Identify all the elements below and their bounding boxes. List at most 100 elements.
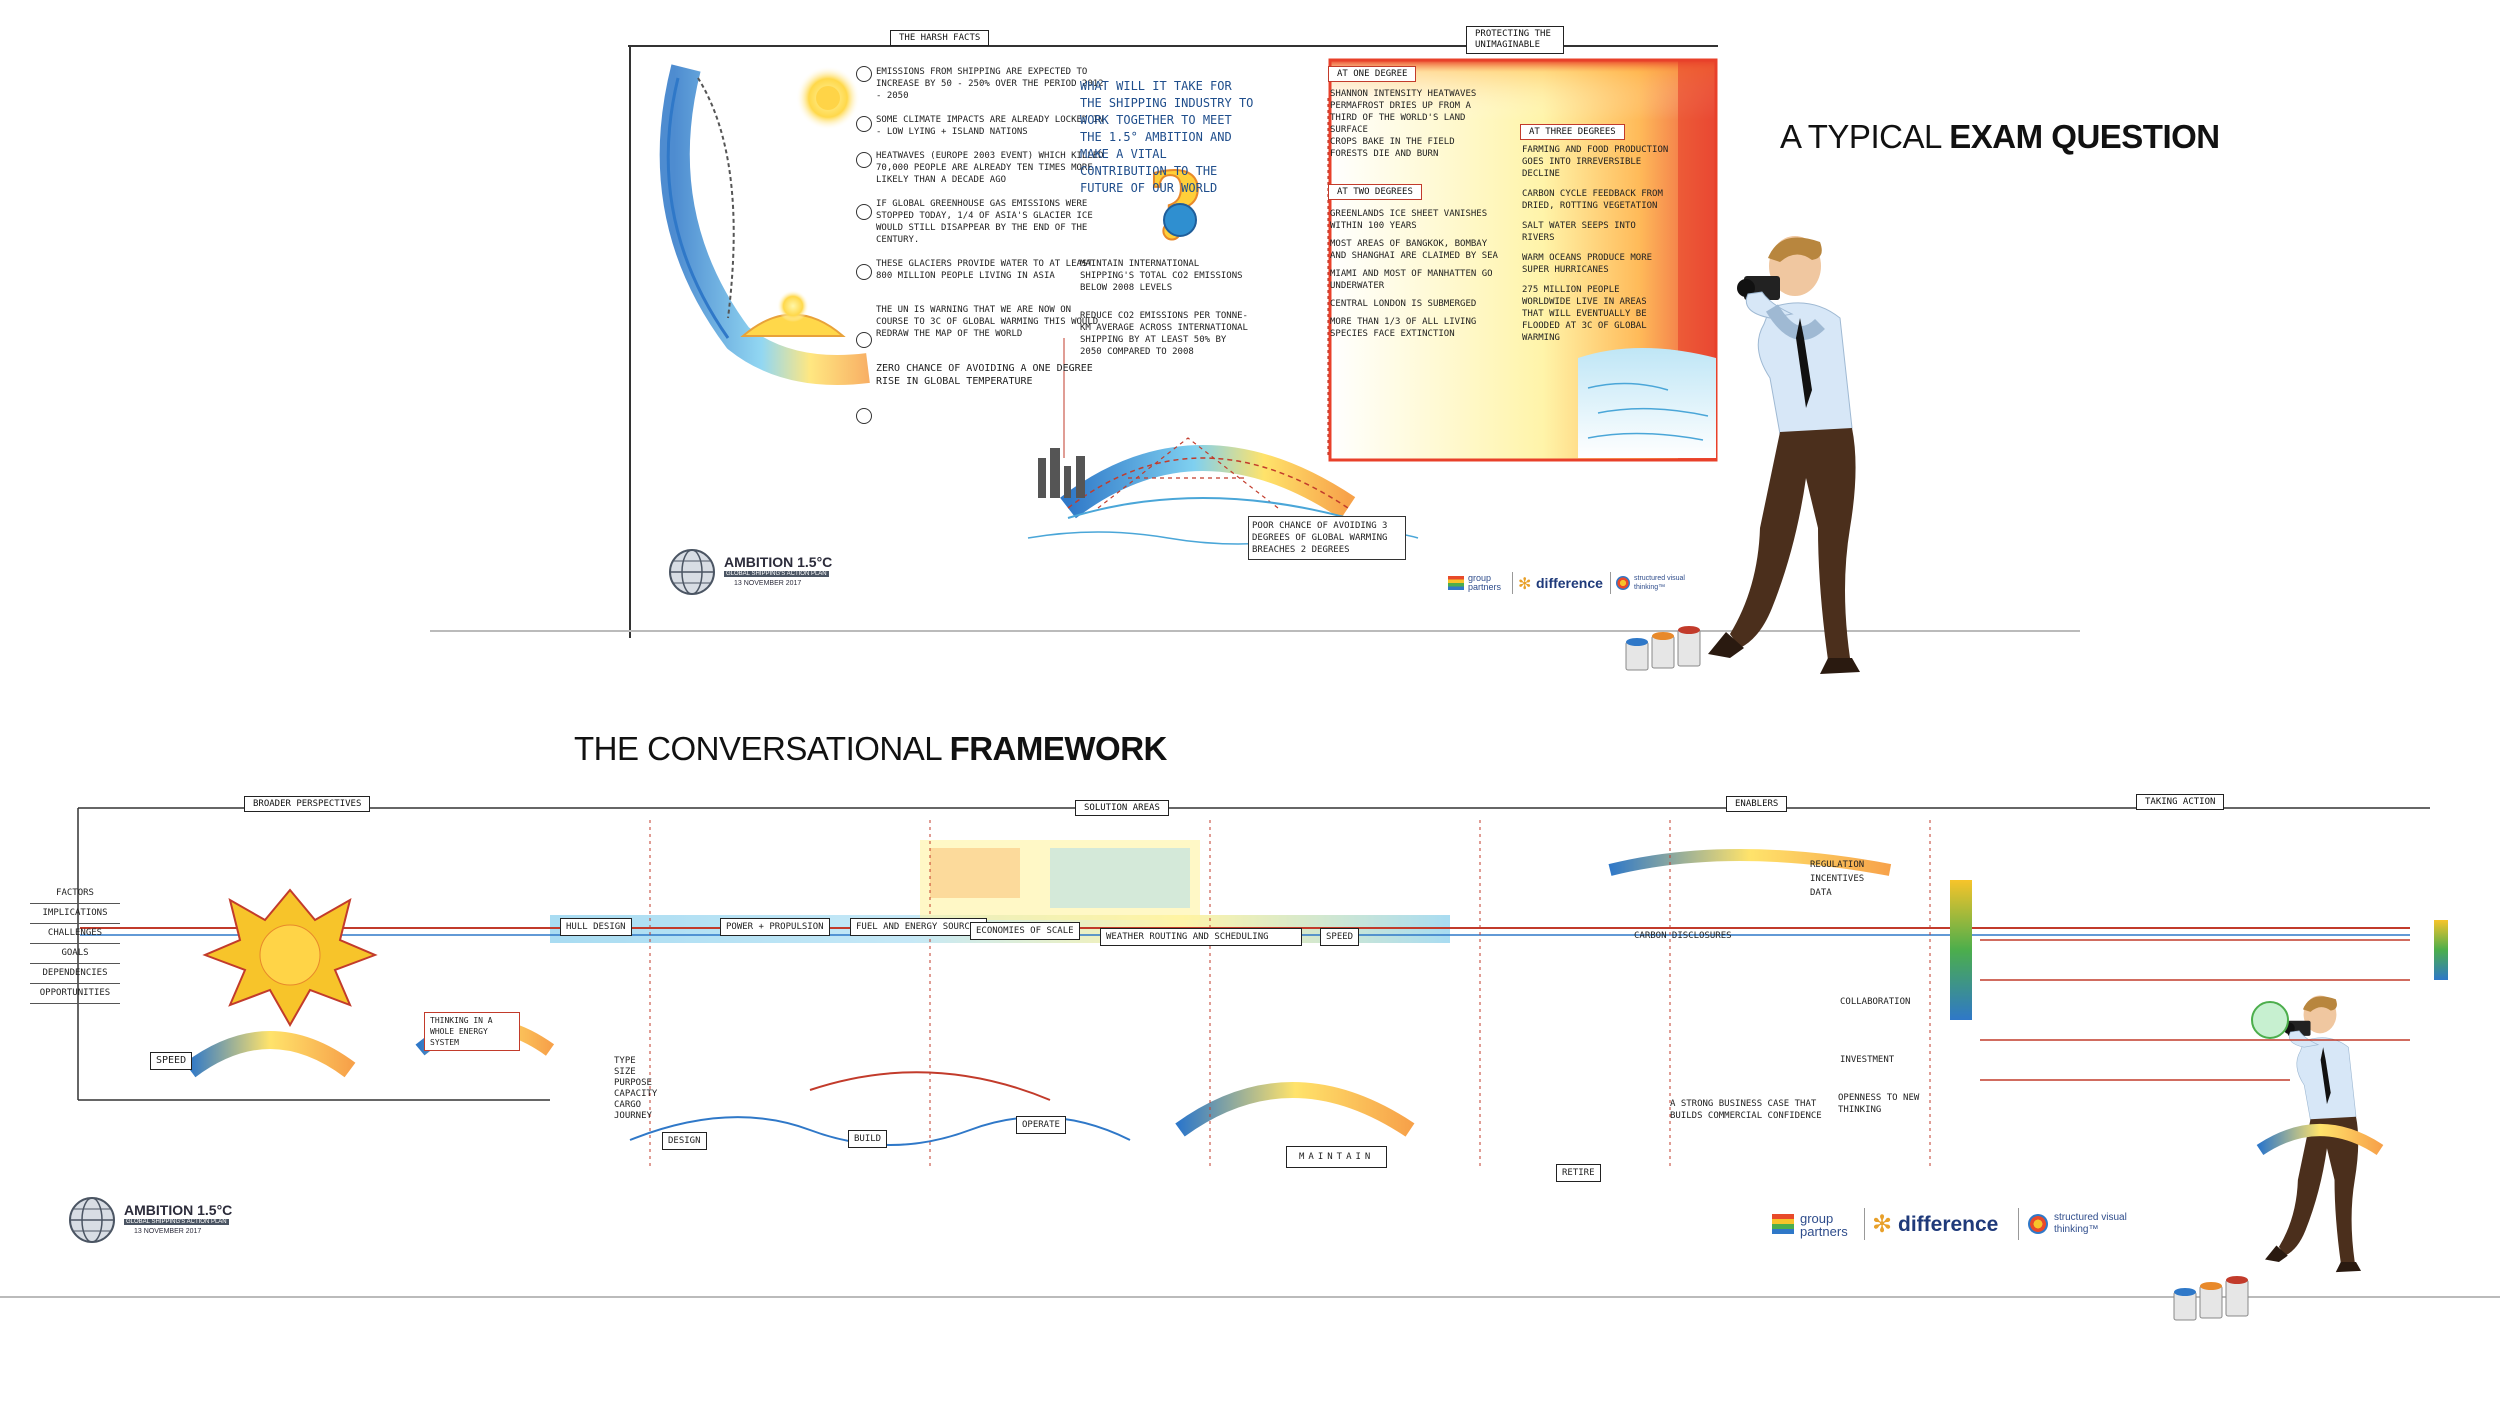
lifecycle-build: BUILD: [848, 1130, 888, 1148]
ambition-date: 13 NOVEMBER 2017: [734, 580, 802, 587]
investment-item: INVESTMENT: [1840, 1055, 1895, 1065]
openness-new-thinking: OPENNESS TO NEW THINKING: [1838, 1093, 1920, 1115]
ambition-subtitle: GLOBAL SHIPPING'S ACTION PLAN: [724, 571, 829, 577]
type-list: TYPE SIZE PURPOSE CAPACITY CARGO JOURNEY: [614, 1056, 694, 1122]
three-degrees-item: CARBON CYCLE FEEDBACK FROM DRIED, ROTTIN…: [1522, 189, 1663, 211]
fact-item: EMISSIONS FROM SHIPPING ARE EXPECTED TO …: [876, 67, 1104, 101]
one-degree-label: AT ONE DEGREE: [1328, 66, 1417, 82]
fact-bullet: [856, 116, 872, 132]
left-list-item: IMPLICATIONS: [30, 904, 120, 924]
central-question: WHAT WILL IT TAKE for THE SHIPPING INDUS…: [1080, 79, 1254, 195]
type-item: CARGO: [614, 1100, 642, 1110]
commercial-confidence: A STRONG BUSINESS CASE THAT BUILDS COMME…: [1670, 1099, 1822, 1121]
one-degree-item: PERMAFROST DRIES UP FROM A THIRD OF THE …: [1330, 101, 1471, 135]
two-degrees-item: MIAMI AND MOST OF MANHATTEN GO UNDERWATE…: [1330, 269, 1493, 291]
three-degrees-item: FARMING AND FOOD PRODUCTION GOES INTO IR…: [1522, 145, 1669, 179]
solution-economies-scale: ECONOMIES OF SCALE: [970, 922, 1080, 940]
carbon-disclosures: CARBON DISCLOSURES: [1634, 931, 1732, 941]
lifecycle-retire: RETIRE: [1556, 1164, 1601, 1182]
protecting-label: PROTECTING THE UNIMAGINABLE: [1466, 26, 1564, 54]
exam-question-heading: A TYPICAL EXAM QUESTION: [1780, 118, 2220, 155]
globe-icon: [669, 549, 715, 595]
fact-bullet: [856, 152, 872, 168]
left-list-item: FACTORS: [30, 884, 120, 904]
poor-chance-note: POOR CHANCE OF AVOIDING 3 DEGREES OF GLO…: [1248, 516, 1406, 560]
ambition-subtitle: GLOBAL SHIPPING'S ACTION PLAN: [124, 1219, 229, 1225]
structured-text: structured visual thinking™: [2054, 1212, 2127, 1235]
type-item: TYPE: [614, 1056, 636, 1066]
ambition-title: AMBITION 1.5°C: [724, 554, 833, 570]
ambition-title: AMBITION 1.5°C: [124, 1202, 233, 1218]
solution-speed: SPEED: [1320, 928, 1360, 946]
enablers-label: ENABLERS: [1726, 796, 1788, 812]
logo-separator: [1512, 572, 1513, 594]
exam-board: ? THE HARSH FACTS PROTECTING THE UNIMAGI…: [628, 26, 1718, 638]
two-degrees-item: CENTRAL LONDON IS SUBMERGED: [1330, 299, 1477, 309]
left-list-item: GOALS: [30, 944, 120, 964]
three-degrees-item: 275 MILLION PEOPLE WORLDWIDE LIVE IN ARE…: [1522, 285, 1647, 343]
left-list-item: DEPENDENCIES: [30, 964, 120, 984]
framework-drawing: [77, 807, 2448, 1170]
solution-weather-routing: WEATHER ROUTING AND SCHEDULING: [1100, 928, 1302, 946]
fact-item: THE UN IS WARNING THAT WE ARE NOW ON COU…: [876, 305, 1099, 339]
enabler-item: REGULATION: [1810, 860, 1865, 870]
energy-system-box: THINKING IN A WHOLE ENERGY SYSTEM: [424, 1012, 520, 1051]
one-degree-item: FORESTS DIE AND BURN: [1330, 149, 1439, 159]
fact-bullet: [856, 66, 872, 82]
type-item: CAPACITY: [614, 1089, 658, 1099]
two-degrees-item: MORE THAN 1/3 OF ALL LIVING SPECIES FACE…: [1330, 317, 1477, 339]
one-degree-item: CROPS BAKE IN THE FIELD: [1330, 137, 1455, 147]
fact-item: THESE GLACIERS PROVIDE WATER TO AT LEAST…: [876, 259, 1093, 281]
flower-icon: ✻: [1518, 576, 1532, 593]
fact-bullet: [856, 204, 872, 220]
structured-text: structured visual thinking™: [1634, 575, 1685, 591]
photographer-figure-large: [1708, 236, 1860, 674]
structured-mark-icon: [2028, 1214, 2048, 1234]
solution-areas-label: SOLUTION AREAS: [1075, 800, 1169, 816]
paint-cans-bottom: [2173, 1276, 2249, 1321]
ambition-logo-top: AMBITION 1.5°C GLOBAL SHIPPING'S ACTION …: [668, 548, 832, 598]
flower-icon: ✻: [1872, 1211, 1893, 1238]
fact-item: HEATWAVES (EUROPE 2003 EVENT) WHICH KILL…: [876, 151, 1104, 185]
three-degrees-list: FARMING AND FOOD PRODUCTION GOES INTO IR…: [1522, 144, 1672, 344]
one-degree-item: SHANNON INTENSITY HEATWAVES: [1330, 89, 1477, 99]
lifecycle-operate: OPERATE: [1016, 1116, 1066, 1134]
group-partners-text: group partners: [1468, 573, 1502, 592]
solution-power-propulsion: POWER + PROPULSION: [720, 918, 830, 936]
solution-hull-design: HULL DESIGN: [560, 918, 632, 936]
taking-action-label: TAKING ACTION: [2136, 794, 2225, 810]
enabler-item: INCENTIVES: [1810, 874, 1865, 884]
enabler-item: DATA: [1810, 888, 1832, 898]
type-item: PURPOSE: [614, 1078, 652, 1088]
globe-icon: [69, 1197, 115, 1243]
page-divider: [0, 1296, 2500, 1298]
type-item: JOURNEY: [614, 1111, 652, 1121]
enablers-list: REGULATION INCENTIVES DATA: [1810, 858, 1940, 900]
fact-item: IF GLOBAL GREENHOUSE GAS EMISSIONS WERE …: [876, 199, 1093, 245]
harsh-facts-list: EMISSIONS FROM SHIPPING ARE EXPECTED TO …: [876, 66, 1106, 388]
logo-separator: [1610, 572, 1611, 594]
fact-bullet: [856, 332, 872, 348]
lifecycle-maintain: MAINTAIN: [1286, 1146, 1388, 1168]
left-list-item: OPPORTUNITIES: [30, 984, 120, 1004]
logo-separator: [2018, 1208, 2019, 1240]
ambition-date: 13 NOVEMBER 2017: [134, 1228, 202, 1235]
center-note-2: REDUCE CO2 EMISSIONS PER TONNE-KM AVERAG…: [1080, 311, 1248, 357]
difference-text: difference: [1536, 575, 1603, 591]
left-list-item: CHALLENGES: [30, 924, 120, 944]
three-degrees-item: WARM OCEANS PRODUCE MORE SUPER HURRICANE…: [1522, 253, 1653, 275]
harsh-facts-label: THE HARSH FACTS: [890, 30, 990, 46]
three-degrees-item: SALT WATER SEEPS INTO RIVERS: [1522, 221, 1636, 243]
two-degrees-label: AT TWO DEGREES: [1328, 184, 1422, 200]
speed-box: SPEED: [150, 1052, 193, 1070]
broader-perspectives-label: BROADER PERSPECTIVES: [244, 796, 371, 812]
fact-item: ZERO CHANCE OF AVOIDING A ONE DEGREE RIS…: [876, 363, 1093, 387]
two-degrees-list: GREENLANDS ICE SHEET VANISHES WITHIN 100…: [1330, 208, 1500, 340]
section-divider: [430, 630, 2080, 632]
difference-text: difference: [1898, 1213, 1999, 1236]
fact-item: SOME CLIMATE IMPACTS ARE ALREADY LOCKED …: [876, 115, 1104, 137]
framework-left-list: FACTORS IMPLICATIONS CHALLENGES GOALS DE…: [30, 884, 120, 1004]
group-partners-mark: [1448, 576, 1464, 590]
structured-mark-icon: [1616, 576, 1630, 590]
fact-bullet: [856, 408, 872, 424]
